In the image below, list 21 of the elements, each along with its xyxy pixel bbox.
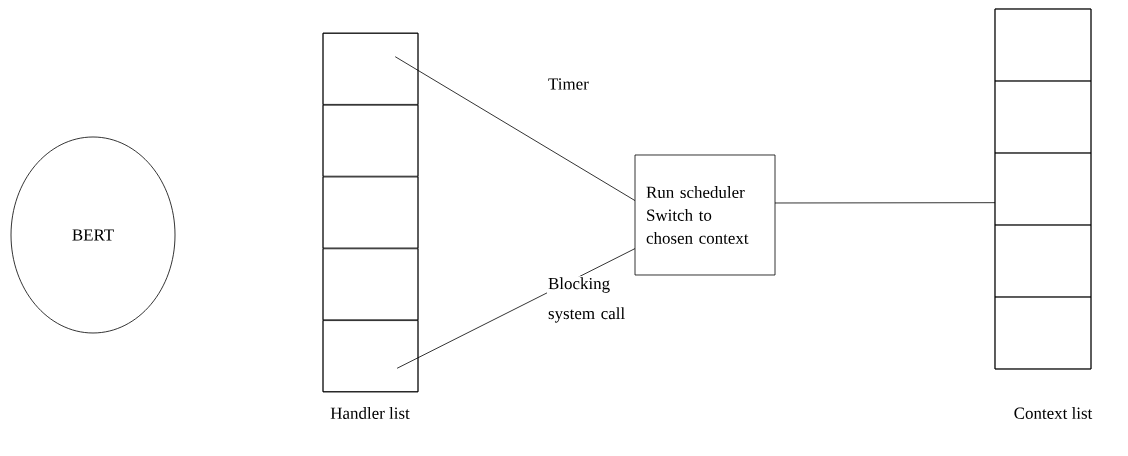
list-column: [322, 32, 419, 393]
list-cell: [994, 224, 1092, 298]
connector-line: [774, 202, 996, 204]
list-cell: [322, 33, 419, 105]
list-caption: Handler list: [330, 407, 410, 419]
edge-label: Blocking system call: [548, 277, 625, 323]
list-cell: [994, 80, 1092, 154]
list-caption: Context list: [1014, 407, 1093, 419]
list-cell: [994, 152, 1092, 226]
process-box: [634, 154, 776, 276]
box-text: Run scheduler: [646, 186, 745, 199]
list-cell: [994, 8, 1092, 82]
list-cell: [994, 296, 1092, 370]
connector-line: [394, 56, 636, 201]
list-cell: [322, 176, 419, 249]
list-cell: [322, 320, 419, 392]
list-cell: [322, 104, 419, 177]
box-text: Switch to chosen context: [646, 209, 749, 244]
list-cell: [322, 248, 419, 321]
ellipse-node: BERT: [10, 136, 176, 334]
edge-label: Timer: [548, 78, 589, 90]
